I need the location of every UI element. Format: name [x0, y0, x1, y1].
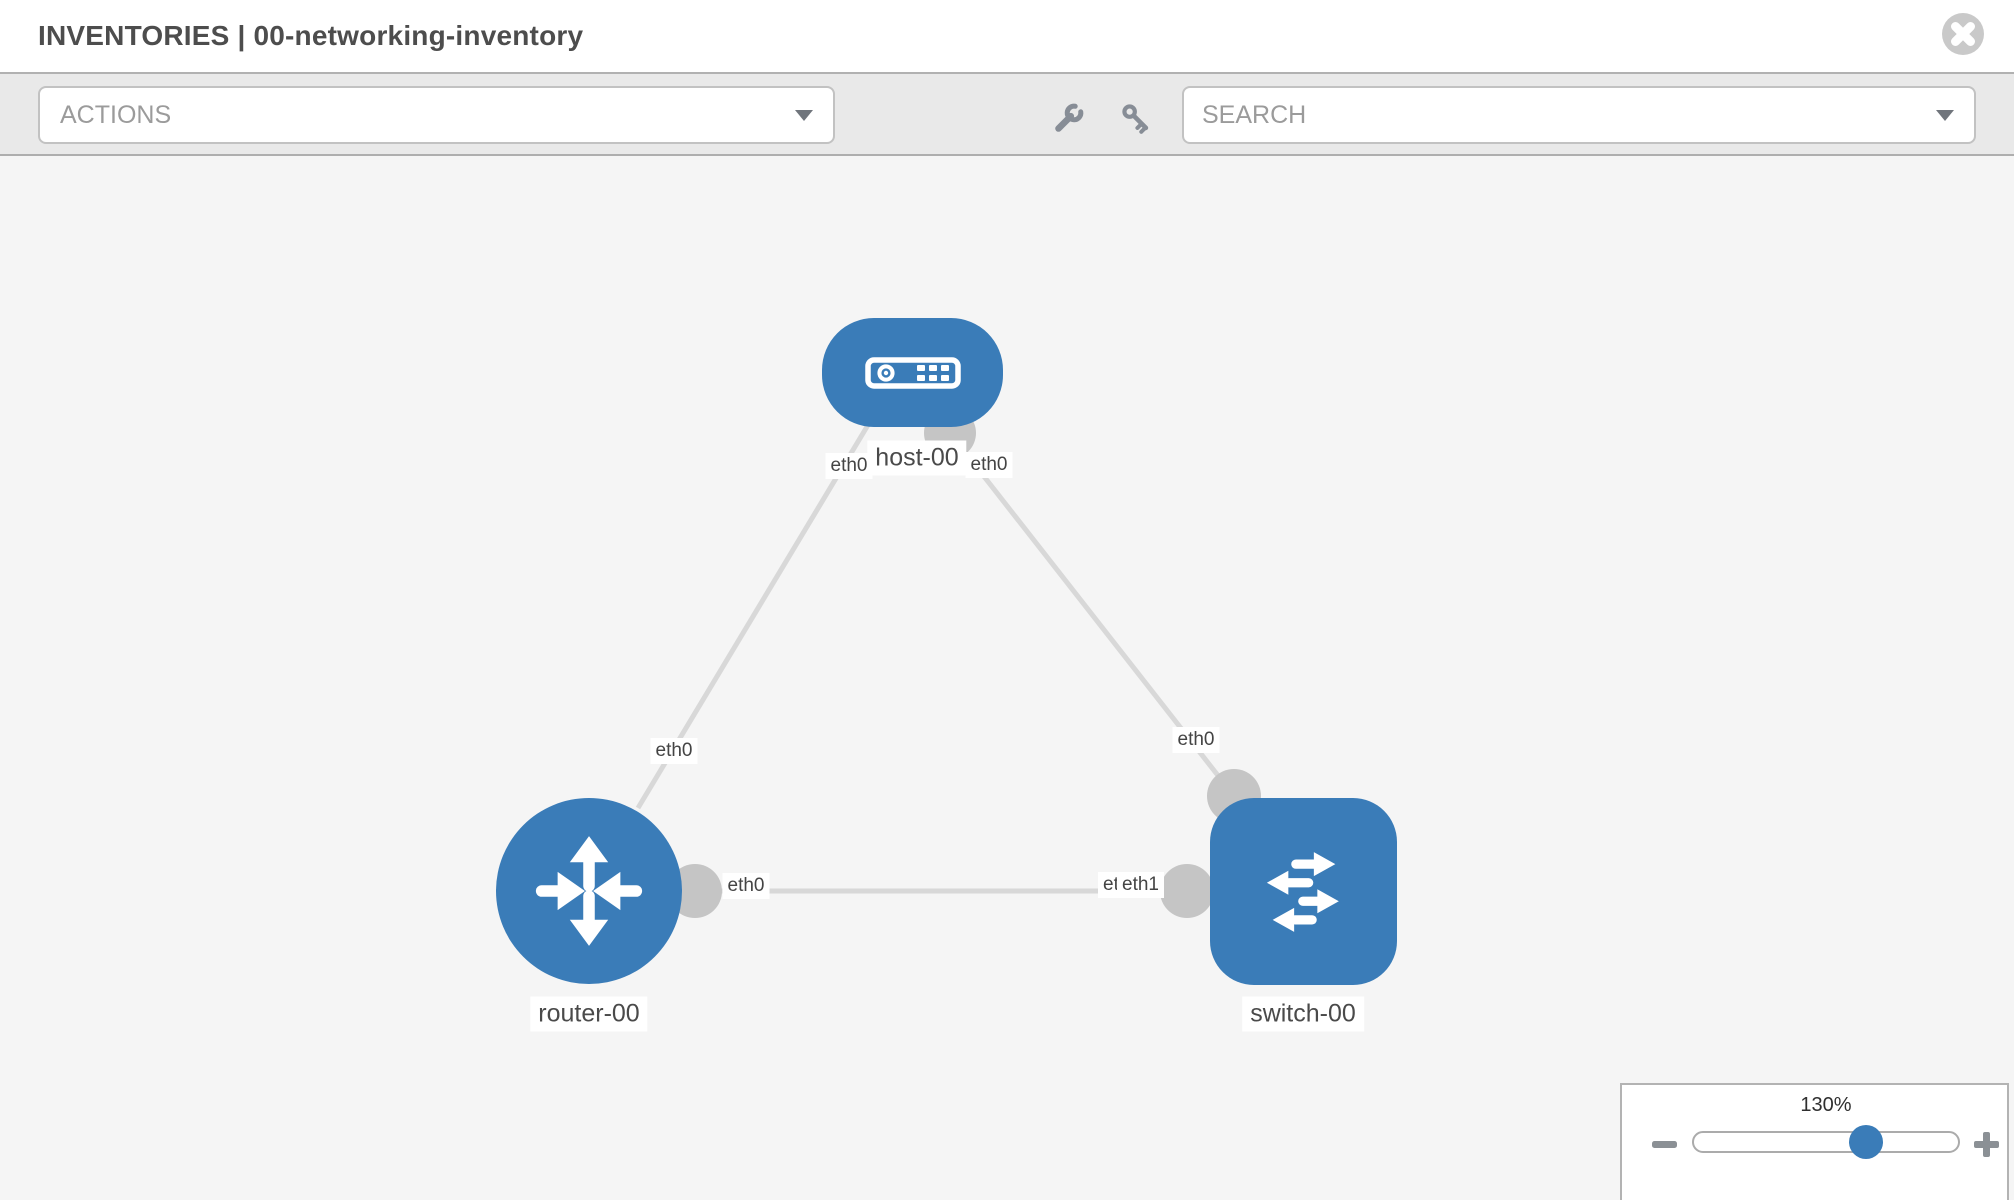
wrench-icon[interactable] — [1051, 100, 1087, 141]
node-switch-00[interactable] — [1210, 798, 1397, 985]
zoom-level-label: 130% — [1800, 1094, 1852, 1116]
actions-dropdown-label: ACTIONS — [60, 100, 172, 129]
key-icon[interactable] — [1118, 100, 1154, 141]
search-box[interactable] — [1182, 86, 1976, 144]
zoom-slider-track[interactable] — [1692, 1125, 1960, 1159]
zoom-out-button[interactable] — [1650, 1129, 1680, 1164]
node-router-00[interactable] — [496, 798, 682, 984]
node-label-router-00: router-00 — [530, 996, 648, 1032]
actions-dropdown[interactable]: ACTIONS — [38, 86, 835, 144]
node-label-switch-00: switch-00 — [1242, 996, 1364, 1032]
topology-links — [635, 423, 1236, 894]
node-label-host-00: host-00 — [867, 440, 967, 476]
toolbar: ACTIONS — [0, 72, 2014, 156]
iface-label-router-to-host: eth0 — [650, 738, 698, 764]
switch-arrows-icon — [1266, 851, 1339, 932]
iface-label-router-to-switch: eth0 — [722, 873, 770, 899]
chevron-down-icon — [795, 109, 813, 121]
server-icon — [864, 356, 961, 389]
plus-icon — [1974, 1132, 1999, 1157]
minus-icon — [1652, 1141, 1677, 1148]
close-button[interactable] — [1941, 12, 1985, 56]
topology-canvas[interactable]: host-00 router-00 switch-00 eth0 eth0 et… — [0, 156, 2014, 1200]
iface-label-switch-to-host: eth0 — [1172, 727, 1220, 753]
zoom-panel: 130% — [1620, 1083, 2009, 1200]
interface-connector-switch-left[interactable] — [1160, 864, 1214, 918]
router-arrows-icon — [535, 836, 643, 946]
iface-label-switch-to-router: eth1 — [1117, 872, 1164, 898]
iface-label-host-to-switch: eth0 — [965, 452, 1013, 478]
page-title: INVENTORIES | 00-networking-inventory — [38, 20, 584, 51]
chevron-down-icon — [1936, 109, 1954, 121]
node-host-00[interactable] — [822, 318, 1003, 427]
iface-label-host-to-router: eth0 — [825, 453, 873, 479]
zoom-slider-handle[interactable] — [1849, 1125, 1883, 1159]
zoom-in-button[interactable] — [1972, 1129, 2002, 1164]
search-input[interactable] — [1184, 88, 1936, 142]
close-icon — [1942, 13, 1984, 55]
window-header: INVENTORIES | 00-networking-inventory — [0, 0, 2014, 72]
